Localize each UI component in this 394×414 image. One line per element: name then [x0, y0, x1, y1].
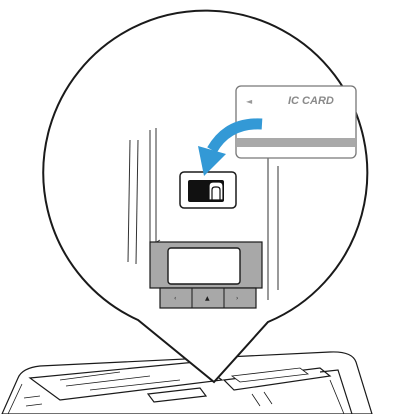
card-direction-arrow: ◄: [246, 97, 253, 106]
curved-arrow-icon: [198, 118, 263, 176]
panel-button-up: ▲: [205, 295, 210, 302]
machine-edge-lines: [127, 128, 279, 300]
card-reader-icon: [188, 180, 224, 202]
ic-card: ◄ IC CARD: [235, 85, 357, 159]
card-magnetic-stripe: [237, 138, 355, 147]
card-label: IC CARD: [288, 95, 334, 107]
control-panel: ‹ ▲ ›: [149, 241, 263, 309]
panel-button-left: ‹: [174, 295, 176, 302]
printer-illustration: [1, 351, 373, 414]
panel-display: [167, 247, 241, 285]
panel-button-right: ›: [236, 295, 238, 302]
card-reader-slot: [179, 171, 237, 209]
